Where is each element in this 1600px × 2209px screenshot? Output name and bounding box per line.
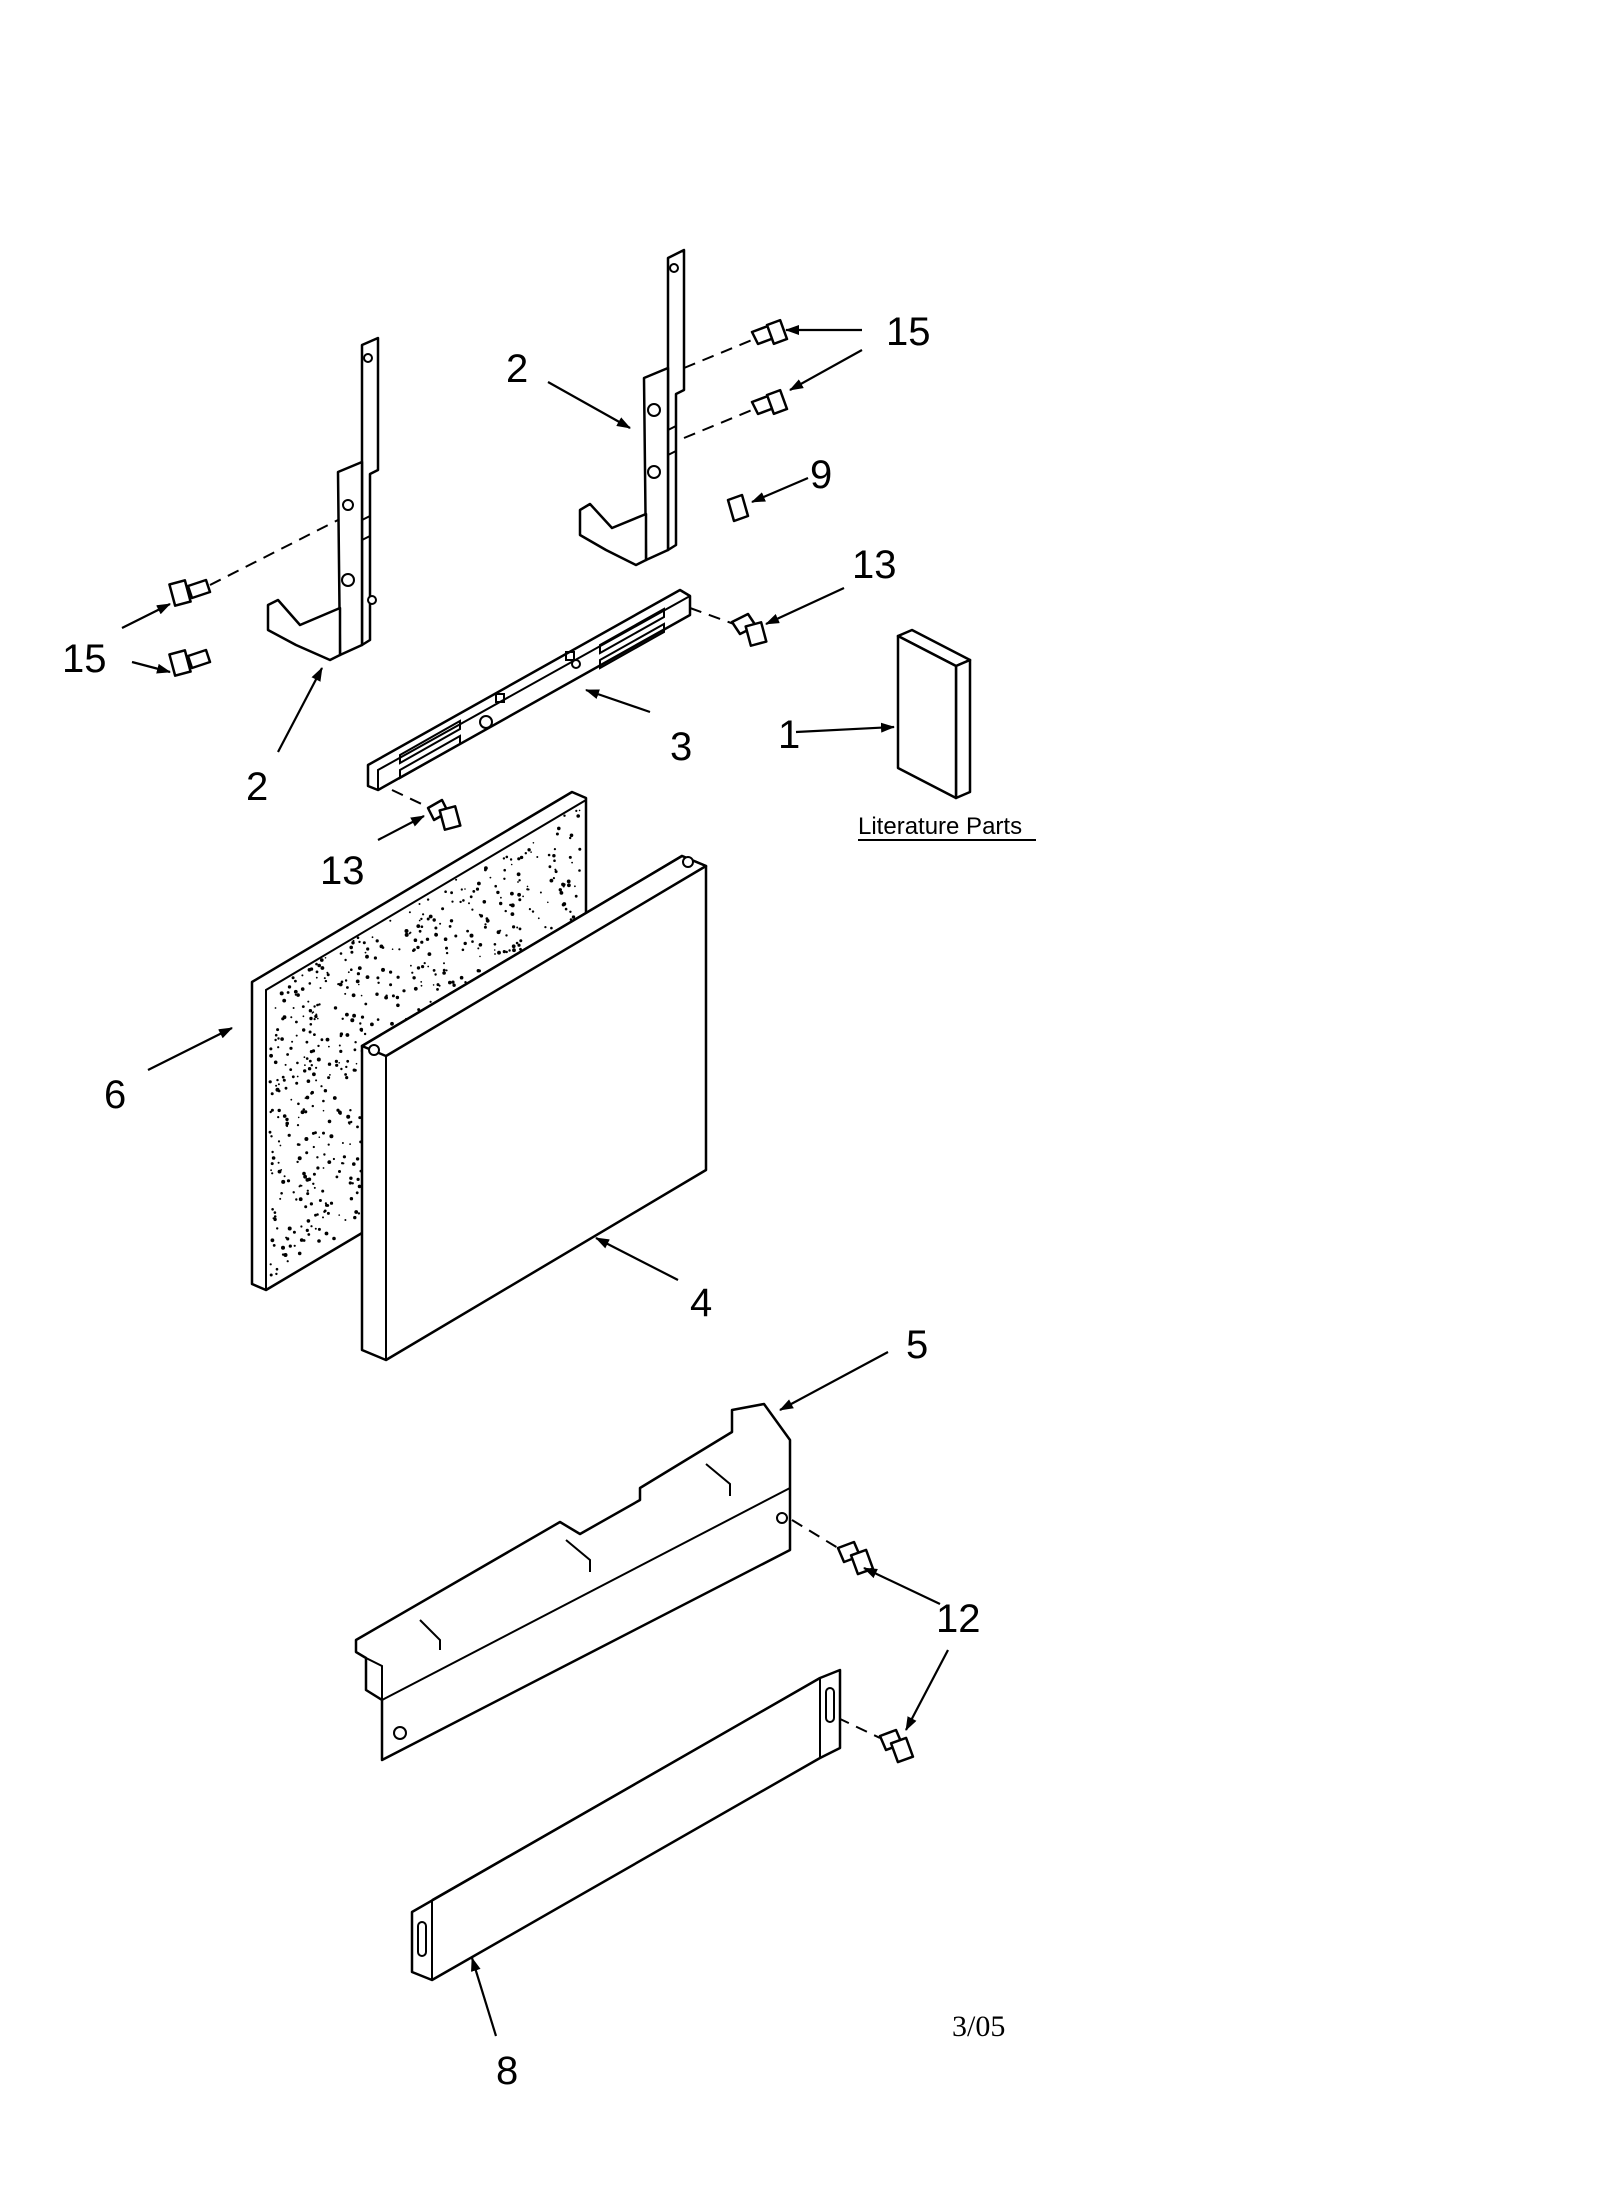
screw-15-left-a — [168, 578, 212, 607]
callout-9: 9 — [810, 453, 832, 497]
guide-line — [683, 409, 753, 439]
screw-15-top-b — [750, 388, 789, 416]
callout-4: 4 — [690, 1281, 712, 1325]
callout-15-left: 15 — [62, 637, 107, 681]
toe-panel-bracket-5 — [354, 1402, 792, 1762]
hinge-bracket-left — [266, 336, 380, 662]
callout-13-left: 13 — [320, 849, 365, 893]
callout-15-top: 15 — [886, 310, 931, 354]
callout-2-top: 2 — [506, 347, 528, 391]
kick-plate-8 — [410, 1668, 842, 1982]
callout-6: 6 — [104, 1073, 126, 1117]
guide-line — [391, 789, 431, 809]
literature-booklet — [896, 628, 972, 800]
guide-line — [209, 519, 339, 586]
screw-12-lower — [878, 1728, 915, 1764]
screw-12-upper — [836, 1540, 875, 1576]
callout-1: 1 — [778, 713, 800, 757]
callout-13-right: 13 — [852, 543, 897, 587]
screw-13-right — [730, 612, 768, 647]
callout-3: 3 — [670, 725, 692, 769]
guide-line — [791, 1519, 839, 1549]
guide-line — [683, 339, 753, 369]
guide-line — [689, 607, 735, 625]
screw-15-top-a — [750, 318, 789, 346]
literature-parts-label: Literature Parts — [858, 813, 1022, 840]
mounting-rail-3 — [366, 588, 692, 792]
callout-5: 5 — [906, 1323, 928, 1367]
leader-arrows — [121, 325, 949, 2037]
callout-2-left: 2 — [246, 765, 268, 809]
callout-8: 8 — [496, 2049, 518, 2093]
outer-door-panel-4 — [360, 854, 708, 1362]
clip-9 — [726, 493, 750, 523]
screw-15-left-b — [168, 648, 212, 677]
hinge-bracket-right — [578, 248, 686, 567]
screw-13-left — [426, 798, 462, 831]
guide-line — [837, 1717, 881, 1739]
date-code: 3/05 — [952, 2010, 1005, 2043]
callout-12: 12 — [936, 1597, 981, 1641]
